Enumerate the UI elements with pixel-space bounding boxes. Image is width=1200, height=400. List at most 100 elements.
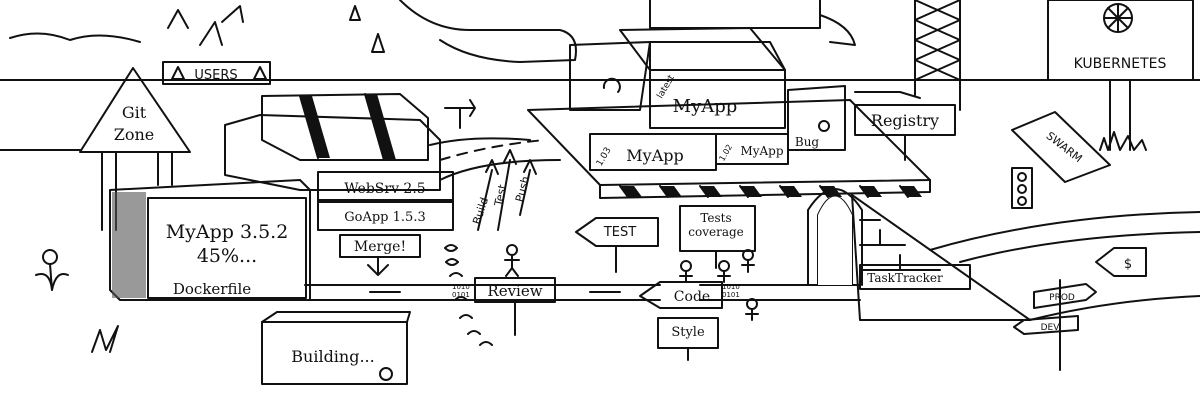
binary-text: 1010 (452, 283, 470, 291)
crane-tower (914, 0, 961, 111)
buoy-icon (371, 33, 385, 53)
goapp-crate (317, 199, 454, 231)
stick-figure-icon (745, 308, 759, 321)
push-arrow (519, 159, 537, 216)
direction-arrow-icon (444, 99, 476, 129)
stick-figure-icon (717, 270, 731, 283)
buoy-icon (349, 5, 361, 21)
tunnel-interior (818, 196, 852, 285)
websrv-label: WebSrv 2.5 (344, 181, 425, 197)
bug-crate (787, 85, 846, 151)
myapp-crate-small-label: MyApp (740, 144, 783, 158)
grass-icon (91, 325, 119, 353)
myapp-latest-crate (649, 41, 786, 129)
traffic-light (1011, 167, 1033, 209)
kubernetes-label: KUBERNETES (1074, 56, 1167, 72)
building-box-top (261, 311, 411, 323)
binary-text: 0101 (722, 291, 740, 299)
registry-label: Registry (871, 111, 939, 130)
tasktracker-sign (859, 264, 971, 290)
myapp-crate-top-label: MyApp (673, 96, 738, 117)
build-label: Build (470, 196, 491, 226)
spring-icon (444, 244, 493, 346)
tasktracker-label: TaskTracker (867, 271, 943, 285)
road-edge (959, 231, 1200, 263)
myapp-latest-crate-top (619, 27, 786, 71)
distant-hills (9, 32, 141, 43)
road-edge (439, 159, 561, 181)
stick-figure-icon (679, 270, 693, 283)
test-sign-label: TEST (603, 225, 636, 240)
code-label: Code (674, 289, 710, 305)
git-zone-sign (79, 67, 191, 153)
dollar-sign (1095, 247, 1147, 277)
flower-icon (35, 263, 69, 291)
shark-fin-icon (167, 9, 189, 29)
road-edge (429, 137, 531, 146)
road-edge (929, 211, 1200, 251)
dev-label: DEV (1041, 323, 1061, 333)
crate (224, 114, 441, 191)
gear-icon (379, 367, 393, 381)
stick-figure-icon (718, 260, 730, 272)
kubernetes-sign (1047, 0, 1194, 81)
docker-whale-icon (649, 0, 821, 29)
registry-hook (854, 91, 921, 99)
brick-wall (851, 194, 1031, 321)
crate-strap-fill (300, 94, 396, 160)
shark-fin-icon (221, 5, 244, 23)
building-label: Building... (291, 347, 374, 366)
swarm-sign (1011, 111, 1111, 183)
progress-label: 45%... (197, 245, 257, 267)
stick-figure-icon (506, 244, 518, 256)
dockerfile-label: Dockerfile (173, 280, 251, 298)
push-label: Push (513, 175, 532, 204)
recycle-icon (602, 77, 621, 93)
myapp-build-box-side (112, 192, 146, 298)
binary-text: 1010 (722, 283, 740, 291)
tag-103-label: 1.03 (595, 146, 614, 168)
review-label: Review (487, 282, 542, 300)
binary-text: 0101 (452, 291, 470, 299)
goapp-label: GoApp 1.5.3 (344, 210, 425, 225)
test-sign (575, 217, 659, 247)
build-arrow (477, 159, 499, 231)
git-zone-label-line1: Git (122, 103, 147, 122)
crate (261, 93, 429, 161)
myapp-latest-crate (569, 41, 651, 111)
stick-figure-icon (680, 260, 692, 272)
kubernetes-helm-icon (1103, 3, 1133, 33)
test-arrow (497, 149, 517, 231)
prod-sign (1033, 283, 1097, 309)
warning-icon (171, 66, 185, 80)
brick-wall-lines (859, 219, 941, 271)
whale-tail-icon (819, 14, 856, 46)
platform-edge (599, 179, 931, 199)
docker-whale-icon (399, 0, 577, 63)
flower-icon (42, 249, 58, 265)
tests-coverage-board (679, 205, 756, 252)
tests-coverage-line2: coverage (688, 225, 744, 239)
merge-arrow-icon (367, 256, 389, 276)
stick-figure-icon (504, 254, 520, 277)
test-label: Test (492, 183, 510, 209)
git-zone-post (101, 151, 173, 231)
dev-sign (1013, 315, 1079, 335)
code-sign (639, 281, 723, 309)
users-label: USERS (194, 68, 237, 83)
merge-sign (339, 234, 421, 258)
grass-icon (1099, 131, 1147, 151)
myapp-crate-mid-label: MyApp (626, 146, 683, 165)
shark-fin-icon (199, 21, 223, 46)
style-label: Style (671, 325, 705, 340)
conveyor-belt (304, 284, 661, 301)
merge-label: Merge! (354, 239, 406, 255)
road-edge (1029, 295, 1200, 321)
tag-102-label: 1.02 (717, 143, 734, 163)
tests-coverage-line1: Tests (700, 211, 731, 225)
road-centerline (439, 139, 546, 161)
websrv-crate (317, 171, 454, 203)
traffic-light-lamp (1017, 184, 1027, 194)
